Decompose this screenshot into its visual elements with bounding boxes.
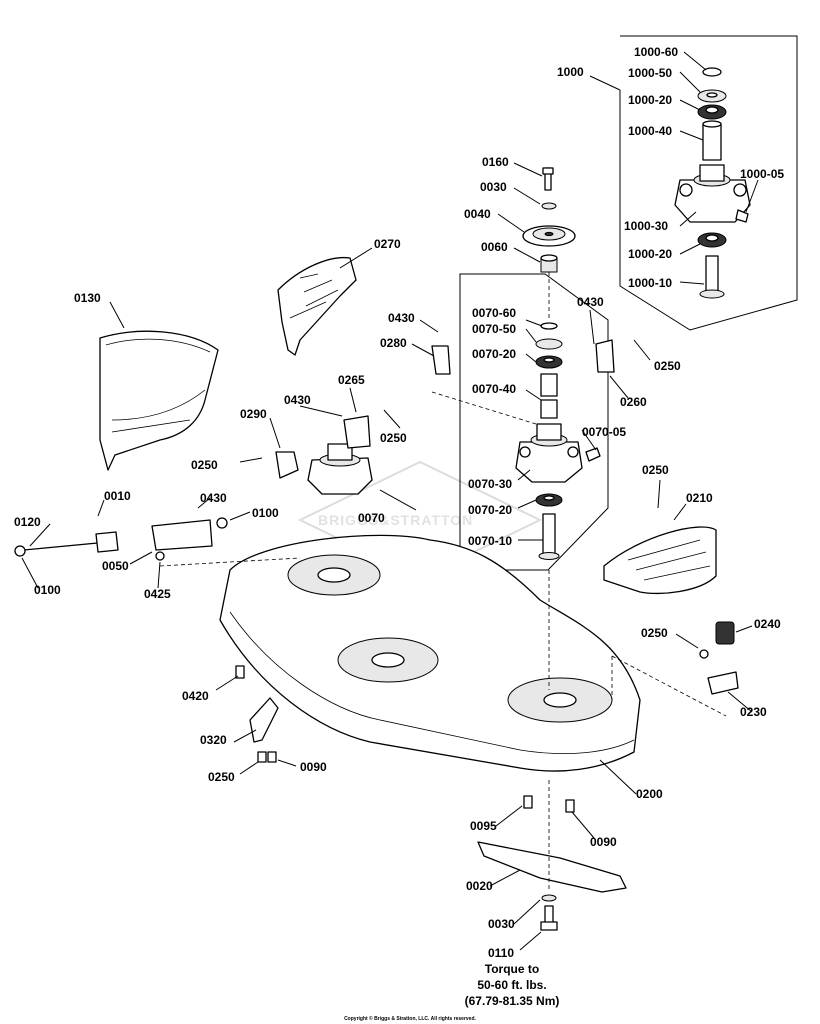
label-1000-10: 1000-10 xyxy=(628,276,672,290)
alignment-lines xyxy=(159,272,727,890)
label-0070-20-upper: 0070-20 xyxy=(472,347,516,361)
label-1000-60: 1000-60 xyxy=(634,45,678,59)
label-0430-mid: 0430 xyxy=(284,393,311,407)
blade-assembly xyxy=(477,795,627,931)
belt-cover-0210 xyxy=(603,526,717,595)
label-0010: 0010 xyxy=(104,489,131,503)
spindle-kit-1000 xyxy=(619,35,798,331)
label-0070-05: 0070-05 xyxy=(582,425,626,439)
baffle-0320 xyxy=(235,665,279,763)
adjuster-knob-assembly xyxy=(699,621,739,695)
label-0210: 0210 xyxy=(686,491,713,505)
label-0070-50: 0070-50 xyxy=(472,322,516,336)
label-0430-right: 0430 xyxy=(577,295,604,309)
label-0070-10: 0070-10 xyxy=(468,534,512,548)
label-0070-40: 0070-40 xyxy=(472,382,516,396)
hinge-assembly-left xyxy=(14,517,228,561)
label-0240: 0240 xyxy=(754,617,781,631)
label-0070-60: 0070-60 xyxy=(472,306,516,320)
label-0430-upper-left: 0430 xyxy=(388,311,415,325)
label-1000-05: 1000-05 xyxy=(740,167,784,181)
label-0430-hinge: 0430 xyxy=(200,491,227,505)
label-0200: 0200 xyxy=(636,787,663,801)
label-0280: 0280 xyxy=(380,336,407,350)
leader-lines xyxy=(21,51,759,951)
label-0070-20-lower: 0070-20 xyxy=(468,503,512,517)
label-0425: 0425 xyxy=(144,587,171,601)
label-0250-baffle: 0250 xyxy=(208,770,235,784)
label-0050: 0050 xyxy=(102,559,129,573)
center-pulley-stack xyxy=(522,167,576,273)
label-0070-left: 0070 xyxy=(358,511,385,525)
label-0250-mid: 0250 xyxy=(380,431,407,445)
label-0160: 0160 xyxy=(482,155,509,169)
label-0030-upper: 0030 xyxy=(480,180,507,194)
label-0040: 0040 xyxy=(464,207,491,221)
label-0090-left: 0090 xyxy=(300,760,327,774)
label-0250-cover: 0250 xyxy=(642,463,669,477)
label-0100-left: 0100 xyxy=(34,583,61,597)
label-0320: 0320 xyxy=(200,733,227,747)
label-0130: 0130 xyxy=(74,291,101,305)
label-0020: 0020 xyxy=(466,879,493,893)
label-0230: 0230 xyxy=(740,705,767,719)
label-0090-right: 0090 xyxy=(590,835,617,849)
label-0030-lower: 0030 xyxy=(488,917,515,931)
label-0250-right: 0250 xyxy=(654,359,681,373)
label-0250-knob: 0250 xyxy=(641,626,668,640)
label-0070-30: 0070-30 xyxy=(468,477,512,491)
watermark-text: BRIGGS&STRATTON xyxy=(318,512,473,528)
label-0100-right: 0100 xyxy=(252,506,279,520)
torque-note: Torque to 50-60 ft. lbs. (67.79-81.35 Nm… xyxy=(465,962,560,1008)
label-0095: 0095 xyxy=(470,819,497,833)
callout-labels: 1000 1000-60 1000-50 1000-20 1000-40 100… xyxy=(14,45,784,960)
mower-deck-0200 xyxy=(219,534,641,772)
label-1000-20-upper: 1000-20 xyxy=(628,93,672,107)
label-1000-50: 1000-50 xyxy=(628,66,672,80)
label-1000-40: 1000-40 xyxy=(628,124,672,138)
torque-line-2: 50-60 ft. lbs. xyxy=(477,978,546,992)
copyright-notice: Copyright © Briggs & Stratton, LLC. All … xyxy=(344,1015,476,1022)
label-0120: 0120 xyxy=(14,515,41,529)
label-0420: 0420 xyxy=(182,689,209,703)
torque-line-3: (67.79-81.35 Nm) xyxy=(465,994,560,1008)
label-1000-30: 1000-30 xyxy=(624,219,668,233)
left-spindle-assembly xyxy=(275,339,615,495)
center-spindle-0070 xyxy=(459,273,609,571)
label-0250-left: 0250 xyxy=(191,458,218,472)
label-0290: 0290 xyxy=(240,407,267,421)
label-1000: 1000 xyxy=(557,65,584,79)
label-0265: 0265 xyxy=(338,373,365,387)
torque-line-1: Torque to xyxy=(485,962,539,976)
label-0060: 0060 xyxy=(481,240,508,254)
label-0260: 0260 xyxy=(620,395,647,409)
belt-guard-0270 xyxy=(277,256,357,356)
label-0270: 0270 xyxy=(374,237,401,251)
label-0110: 0110 xyxy=(488,946,514,960)
discharge-chute-0130 xyxy=(99,330,219,471)
label-1000-20-lower: 1000-20 xyxy=(628,247,672,261)
